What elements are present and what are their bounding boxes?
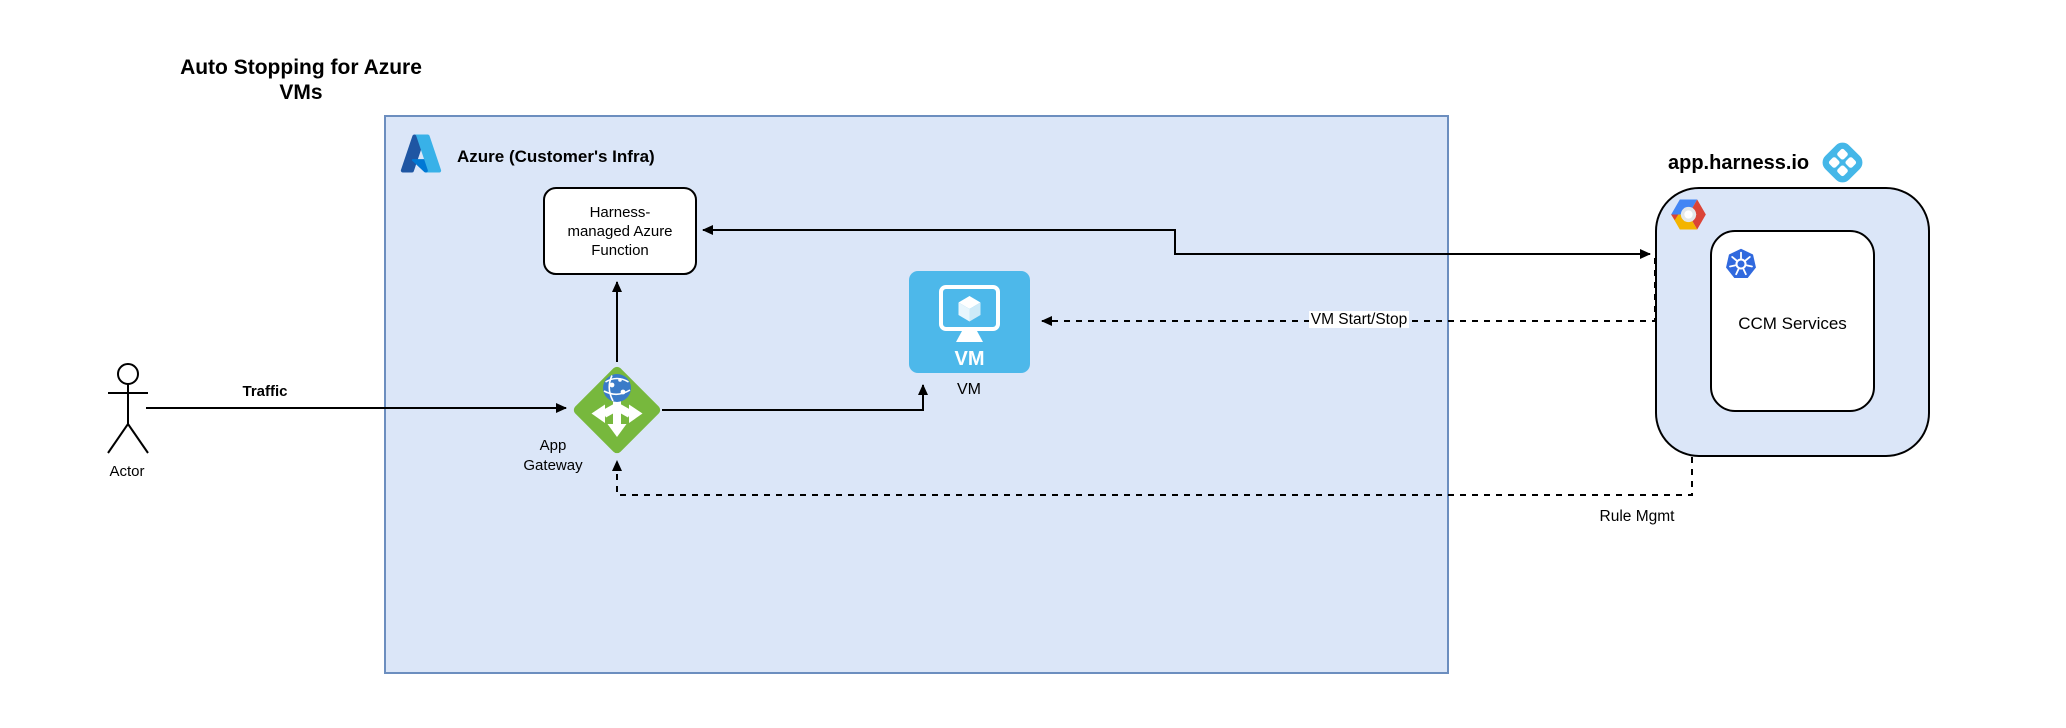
app-gateway-label: App Gateway — [523, 437, 583, 474]
harness-logo-icon — [1822, 142, 1863, 183]
function-node: Harness- managed Azure Function — [543, 187, 697, 275]
vm-icon-label: VM — [955, 348, 985, 370]
vm-icon: VM — [939, 285, 1000, 370]
page-title: Auto Stopping for Azure VMs — [180, 56, 422, 104]
rule-mgmt-label: Rule Mgmt — [1599, 508, 1675, 525]
actor-icon — [107, 363, 149, 454]
azure-infra-label: Azure (Customer's Infra) — [457, 147, 655, 166]
kubernetes-icon — [1726, 248, 1756, 278]
vm-node: VM — [909, 271, 1030, 373]
azure-logo-icon — [400, 134, 442, 173]
ccm-services-box: CCM Services — [1710, 230, 1875, 412]
gcp-logo-icon — [1671, 199, 1706, 230]
harness-title: app.harness.io — [1668, 152, 1810, 174]
traffic-label: Traffic — [242, 383, 288, 400]
app-gateway-icon — [573, 366, 661, 454]
vm-start-stop-label: VM Start/Stop — [1308, 311, 1410, 328]
vm-label: VM — [957, 381, 981, 398]
actor-label: Actor — [109, 463, 145, 480]
ccm-services-label: CCM Services — [1738, 314, 1847, 333]
